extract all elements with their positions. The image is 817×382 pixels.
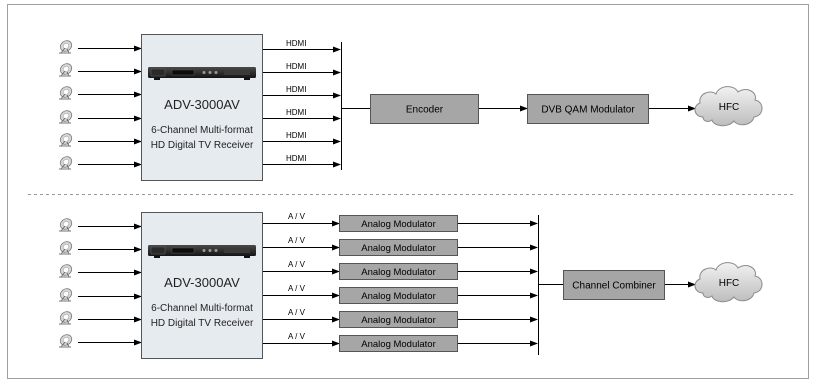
analog-modulator-box [339,263,458,280]
analog-modulator-label: Analog Modulator [361,339,435,350]
hfc-label: HFC [719,102,740,113]
receiver-desc-line2: HD Digital TV Receiver [151,140,254,151]
dvb-qam-modulator-label: DVB QAM Modulator [541,105,635,116]
analog-modulator-label: Analog Modulator [361,267,435,278]
analog-modulator-box [339,215,458,232]
analog-modulator-label: Analog Modulator [361,315,435,326]
hfc-label: HFC [719,278,740,289]
receiver-box [141,212,263,359]
output-label: A / V [288,284,306,293]
bottom-inputs [57,215,142,349]
encoder-label: Encoder [406,105,444,116]
output-label: A / V [288,332,306,341]
top-inputs [57,37,142,171]
channel-combiner-label: Channel Combiner [572,281,656,292]
cloud-icon [694,86,763,127]
analog-modulator-label: Analog Modulator [361,219,435,230]
encoder-box [370,94,479,124]
analog-modulator-label: Analog Modulator [361,243,435,254]
output-label: HDMI [286,62,306,71]
dvb-qam-modulator-box [527,94,649,124]
analog-modulator-box [339,311,458,328]
receiver-desc-line1: 6-Channel Multi-format [151,125,253,136]
cloud-icon [694,262,763,303]
receiver-desc-line1: 6-Channel Multi-format [151,303,253,314]
receiver-box [141,34,263,181]
output-label: A / V [288,308,306,317]
analog-modulator-box [339,335,458,352]
top-receiver: ADV-3000AV 6-Channel Multi-format HD Dig… [141,34,263,181]
bottom-section: ADV-3000AV 6-Channel Multi-format HD Dig… [57,212,763,359]
top-outputs: HDMI HDMI HDMI HDMI HDMI HDMI [263,39,341,168]
receiver-model: ADV-3000AV [164,97,240,112]
output-label: HDMI [286,108,306,117]
analog-modulator-label: Analog Modulator [361,291,435,302]
output-label: HDMI [286,131,306,140]
analog-modulator-box [339,239,458,256]
output-label: A / V [288,236,306,245]
analog-modulator-box [339,287,458,304]
output-label: A / V [288,260,306,269]
receiver-desc-line2: HD Digital TV Receiver [151,318,254,329]
modulator-outputs [458,220,538,347]
output-label: A / V [288,212,306,221]
output-label: HDMI [286,39,306,48]
receiver-model: ADV-3000AV [164,275,240,290]
output-label: HDMI [286,154,306,163]
top-section: ADV-3000AV 6-Channel Multi-format HD Dig… [57,34,763,181]
channel-combiner-box [563,270,665,300]
analog-modulators: Analog Modulator Analog Modulator Analog… [339,215,458,352]
bottom-outputs: A / V A / V A / V A / V A / V A / V [263,212,340,347]
bottom-receiver: ADV-3000AV 6-Channel Multi-format HD Dig… [141,212,263,359]
output-label: HDMI [286,85,306,94]
